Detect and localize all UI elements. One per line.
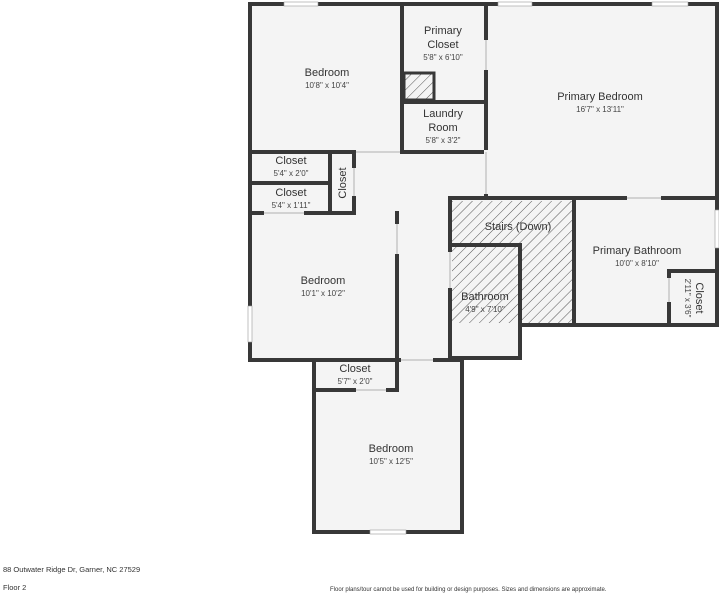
closet-bath-name: Closet	[693, 282, 705, 313]
closet-bath-dims: 2'11" x 3'6"	[683, 279, 692, 318]
laundry-dims: 5'8" x 3'2"	[426, 136, 461, 145]
disclaimer-text: Floor plans/tour cannot be used for buil…	[330, 587, 607, 593]
windows	[247, 1, 719, 535]
primary-closet-name-2: Closet	[427, 39, 458, 51]
closet-b-dims: 5'4" x 1'11"	[272, 201, 311, 210]
bedroom-nw-name: Bedroom	[305, 67, 350, 79]
primary-bedroom-dims: 16'7" x 13'11"	[576, 105, 624, 114]
floor-label: Floor 2	[3, 583, 27, 592]
bedroom-w-dims: 10'1" x 10'2"	[301, 289, 345, 298]
primary-bedroom-name: Primary Bedroom	[557, 91, 643, 103]
bedroom-s-dims: 10'5" x 12'5"	[369, 457, 413, 466]
closet-a-dims: 5'4" x 2'0"	[274, 169, 309, 178]
room-labels: Bedroom 10'8" x 10'4" Primary Closet 5'8…	[272, 25, 705, 466]
bedroom-w-name: Bedroom	[301, 275, 346, 287]
shaft-hatch	[402, 71, 436, 102]
closet-s-dims: 5'7" x 2'0"	[338, 377, 373, 386]
bathroom-name: Bathroom	[461, 291, 509, 303]
closet-a-name: Closet	[275, 155, 306, 167]
closet-b-name: Closet	[275, 187, 306, 199]
bedroom-s-name: Bedroom	[369, 443, 414, 455]
bathroom-dims: 4'9" x 7'10"	[465, 305, 505, 314]
closet-s-name: Closet	[339, 363, 370, 375]
stairs-hatch	[451, 201, 573, 323]
laundry-name-1: Laundry	[423, 108, 463, 120]
door-lines	[264, 40, 670, 391]
bedroom-nw-dims: 10'8" x 10'4"	[305, 81, 349, 90]
closet-hall-name: Closet	[337, 167, 349, 198]
walls	[248, 2, 719, 534]
laundry-name-2: Room	[428, 122, 457, 134]
address-label: 88 Outwater Ridge Dr, Garner, NC 27529	[3, 565, 141, 574]
primary-bath-dims: 10'0" x 8'10"	[615, 259, 659, 268]
stairs-name: Stairs (Down)	[485, 221, 552, 233]
primary-bath-name: Primary Bathroom	[593, 245, 682, 257]
primary-closet-dims: 5'8" x 6'10"	[423, 53, 463, 62]
primary-closet-name-1: Primary	[424, 25, 462, 37]
